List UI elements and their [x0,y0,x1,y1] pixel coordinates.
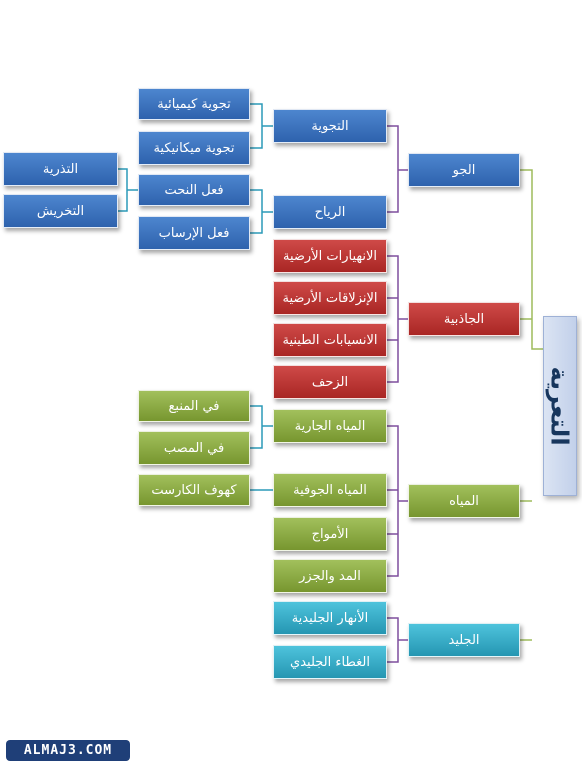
erosion-abrasion-label: التخريش [36,203,85,219]
air-connector [387,125,408,213]
air-wind: الرياح [273,195,387,229]
running-water-connector [250,405,273,449]
erosion-deflation: التذرية [3,152,118,186]
wind-deposition: فعل الإرساب [138,216,250,250]
water-running-label: المياه الجارية [294,418,366,434]
ice-connector [387,617,408,663]
air-wind-label: الرياح [314,204,346,220]
wind-deposition-label: فعل الإرساب [158,225,230,241]
weathering-chemical: تجوية كيميائية [138,88,250,120]
water-groundwater-label: المياه الجوفية [293,482,367,498]
erosion-connector [118,168,138,212]
water-waves: الأمواج [273,517,387,551]
gravity-creep-label: الزحف [311,374,349,390]
agent-water: المياه [408,484,520,518]
agent-air: الجو [408,153,520,187]
gravity-creep: الزحف [273,365,387,399]
gravity-slides: الإنزلاقات الأرضية [273,281,387,315]
ice-glaciers: الأنهار الجليدية [273,601,387,635]
erosion-abrasion: التخريش [3,194,118,228]
gravity-mudflows-label: الانسيابات الطينية [282,332,378,348]
agent-gravity: الجاذبية [408,302,520,336]
ice-sheet-label: الغطاء الجليدي [290,654,370,670]
water-connector [387,425,408,577]
running-source: في المنبع [138,390,250,422]
water-tides: المد والجزر [273,559,387,593]
water-running: المياه الجارية [273,409,387,443]
ice-sheet: الغطاء الجليدي [273,645,387,679]
site-watermark: ALMAJ3.COM [6,740,130,761]
running-source-label: في المنبع [168,398,220,414]
weathering-connector [250,103,273,149]
wind-connector [250,189,273,234]
erosion-deflation-label: التذرية [42,161,79,177]
root-connector [520,169,543,641]
agent-gravity-label: الجاذبية [443,311,485,327]
root-label: التعرية [545,366,574,446]
air-weathering: التجوية [273,109,387,143]
groundwater-karst-label: كهوف الكارست [151,482,237,498]
agent-air-label: الجو [452,162,476,178]
root-node: التعرية [543,316,577,496]
running-mouth: في المصب [138,431,250,465]
weathering-mechanical: تجوية ميكانيكية [138,131,250,165]
wind-erosion-label: فعل النحت [164,182,224,198]
running-mouth-label: في المصب [163,440,225,456]
gravity-mudflows: الانسيابات الطينية [273,323,387,357]
gravity-landslides-label: الانهيارات الأرضية [283,248,378,264]
weathering-mechanical-label: تجوية ميكانيكية [153,140,235,156]
ice-glaciers-label: الأنهار الجليدية [291,610,369,626]
water-waves-label: الأمواج [311,526,349,542]
agent-water-label: المياه [449,493,479,509]
gravity-landslides: الانهيارات الأرضية [273,239,387,273]
watermark-text: ALMAJ3.COM [23,743,113,758]
gravity-connector [387,255,408,383]
wind-erosion: فعل النحت [138,174,250,206]
water-tides-label: المد والجزر [299,568,361,584]
gravity-slides-label: الإنزلاقات الأرضية [282,290,378,306]
agent-ice-label: الجليد [448,632,480,648]
water-groundwater: المياه الجوفية [273,473,387,507]
agent-ice: الجليد [408,623,520,657]
weathering-chemical-label: تجوية كيميائية [157,96,231,112]
groundwater-karst: كهوف الكارست [138,474,250,506]
air-weathering-label: التجوية [311,118,349,134]
